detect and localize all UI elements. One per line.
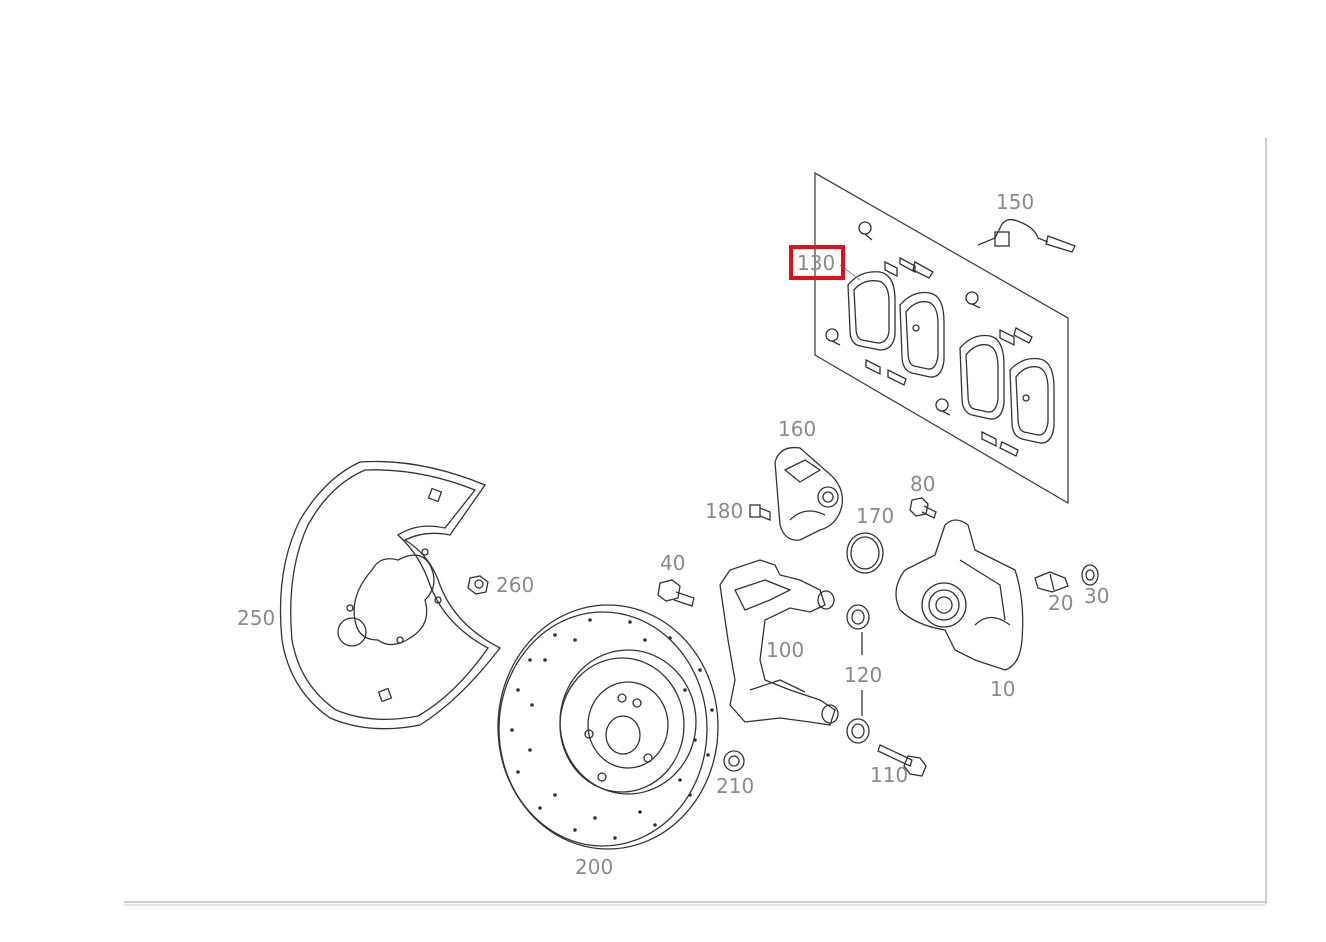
label-10[interactable]: 10 [990,677,1015,701]
brake-pad-kit-panel [814,171,1076,505]
label-30[interactable]: 30 [1084,584,1109,608]
diagram-frame [124,138,1267,906]
label-100[interactable]: 100 [766,638,804,662]
wear-sensor-150[interactable] [977,218,1076,253]
pad-clips [865,256,1033,457]
caliper-carrier-100[interactable] [719,559,839,726]
label-130[interactable]: 130 [797,251,835,275]
label-180[interactable]: 180 [705,499,743,523]
label-260[interactable]: 260 [496,573,534,597]
label-120[interactable]: 120 [844,663,882,687]
brake-pad-130[interactable] [847,271,1055,444]
bleed-screw-20[interactable] [1034,571,1069,593]
bolt-40[interactable] [657,579,695,607]
bolt-180[interactable] [749,504,771,521]
caliper-part-160[interactable] [774,446,844,541]
nut-120[interactable] [846,604,870,744]
bolt-80[interactable] [909,497,937,519]
brake-disc-200[interactable] [497,604,719,850]
o-ring-170[interactable] [846,532,884,574]
label-150[interactable]: 150 [996,190,1034,214]
caliper-housing-10[interactable] [895,519,1024,671]
dust-cap-30[interactable] [1081,564,1099,586]
highlight-box-130 [789,245,845,280]
label-170[interactable]: 170 [856,504,894,528]
bolt-260[interactable] [467,575,489,595]
label-200[interactable]: 200 [575,855,613,879]
label-250[interactable]: 250 [237,606,275,630]
label-20[interactable]: 20 [1048,591,1073,615]
part-labels: 10 20 30 40 80 100 110 120 130 150 160 1… [237,190,1109,879]
label-40[interactable]: 40 [660,551,685,575]
label-160[interactable]: 160 [778,417,816,441]
label-110[interactable]: 110 [870,763,908,787]
label-80[interactable]: 80 [910,472,935,496]
label-210[interactable]: 210 [716,774,754,798]
bolt-210[interactable] [723,750,745,772]
dust-shield-250[interactable] [279,460,501,730]
pad-bolts [825,221,981,416]
bolt-110[interactable] [877,744,927,777]
